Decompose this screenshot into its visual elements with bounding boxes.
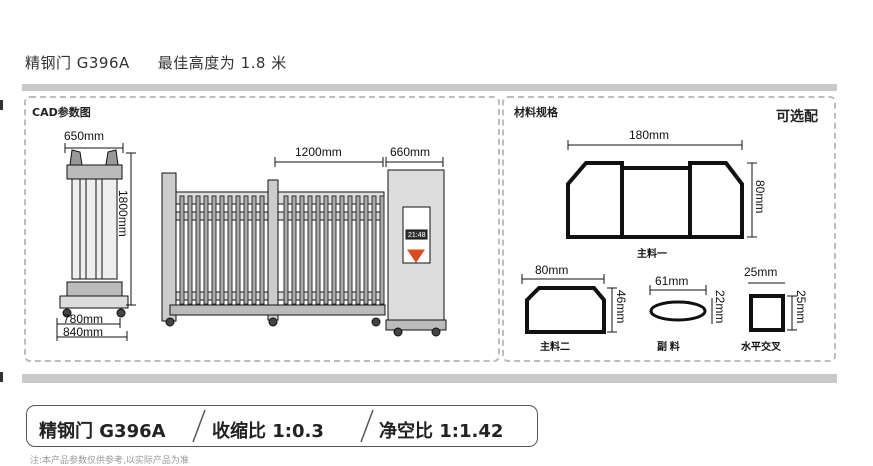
page-header: 精钢门 G396A 最佳高度为 1.8 米: [25, 52, 287, 73]
optional-label: 可选配: [776, 109, 818, 125]
spec-model: 精钢门 G396A: [39, 421, 166, 442]
spec-shrink: 收缩比 1:0.3: [212, 421, 324, 442]
material-panel: [502, 96, 836, 362]
header-height: 最佳高度为 1.8 米: [157, 54, 287, 72]
edge-mark: [0, 372, 3, 382]
spec-bar: 精钢门 G396A 收缩比 1:0.3 净空比 1:1.42: [26, 405, 538, 447]
spec-clear: 净空比 1:1.42: [379, 421, 504, 442]
slash-divider: [360, 409, 374, 443]
cad-panel: [24, 96, 500, 362]
header-model: 精钢门 G396A: [25, 54, 130, 72]
cad-title: CAD参数图: [32, 106, 91, 119]
footer-note: 注:本产品参数仅供参考,以实际产品为准: [30, 456, 189, 466]
top-divider: [22, 84, 837, 91]
edge-mark: [0, 100, 3, 110]
bottom-divider: [22, 374, 837, 383]
material-title: 材料规格: [514, 106, 558, 119]
slash-divider: [192, 409, 206, 443]
